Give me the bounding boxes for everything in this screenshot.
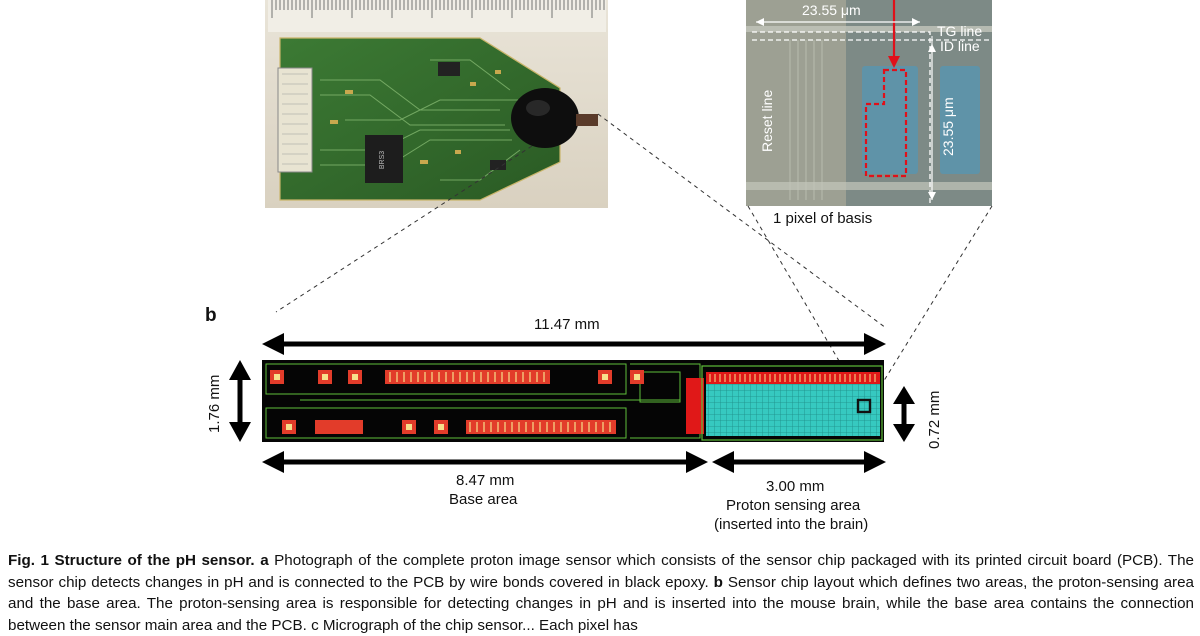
- sensing-length-label: 3.00 mm: [766, 478, 825, 495]
- ruler: [268, 0, 606, 32]
- reset-line-label: Reset line: [759, 89, 775, 152]
- caption-b-text: Sensor chip layout which defines two are…: [8, 573, 1194, 634]
- tg-line-label: TG line: [937, 23, 983, 39]
- bond-pad-core: [438, 424, 444, 430]
- sensing-area-label: Proton sensing area: [726, 497, 861, 514]
- chip-layout: [262, 360, 884, 442]
- pixel-caption: 1 pixel of basis: [773, 210, 873, 227]
- sensing-note-label: (inserted into the brain): [714, 516, 869, 533]
- caption-a-letter: a: [260, 552, 269, 569]
- figure-caption: Fig. 1 Structure of the pH sensor. a Pho…: [8, 550, 1194, 636]
- pixel-marker: [856, 398, 872, 414]
- pcb-board: [279, 37, 561, 201]
- dimension-arrows: [237, 341, 907, 465]
- pcb-ic: [365, 135, 403, 183]
- figure-panels: BRS3: [229, 0, 993, 473]
- bond-pad-core: [274, 374, 280, 380]
- arrowhead: [686, 451, 708, 473]
- arrowhead: [893, 424, 915, 442]
- bond-pad-core: [634, 374, 640, 380]
- base-area-label: Base area: [449, 491, 518, 508]
- bond-pad-core: [352, 374, 358, 380]
- micro-height-label: 23.55 μm: [940, 97, 956, 156]
- left-height-label: 1.76 mm: [206, 374, 223, 433]
- arrowhead: [712, 451, 734, 473]
- arrowhead: [262, 333, 284, 355]
- right-height-label: 0.72 mm: [926, 390, 943, 449]
- micro-width-label: 23.55 μm: [802, 2, 861, 18]
- arrowhead: [229, 422, 251, 442]
- pcb-photo: BRS3: [265, 0, 608, 208]
- bond-pad-core: [322, 374, 328, 380]
- epoxy-blob: [511, 88, 579, 148]
- bond-pad-core: [406, 424, 412, 430]
- svg-text:BRS3: BRS3: [379, 151, 386, 169]
- panel-b-label: b: [205, 305, 217, 326]
- sensor-chip-stub: [576, 114, 598, 126]
- total-length-label: 11.47 mm: [534, 316, 600, 333]
- arrowhead: [262, 451, 284, 473]
- caption-title: Fig. 1 Structure of the pH sensor.: [8, 552, 255, 569]
- caption-a-text: Photograph of the complete proton image …: [8, 552, 1194, 591]
- base-length-label: 8.47 mm: [456, 472, 515, 489]
- micrograph: [746, 0, 992, 206]
- pcb-connector: [277, 67, 313, 173]
- sensing-region-outline: [864, 68, 908, 178]
- arrowhead: [864, 333, 886, 355]
- bond-pad-core: [286, 424, 292, 430]
- arrowhead: [893, 386, 915, 404]
- bond-pad-core: [602, 374, 608, 380]
- arrowhead: [864, 451, 886, 473]
- caption-b-letter: b: [713, 573, 723, 591]
- arrowhead: [229, 360, 251, 380]
- pad-array-bottom: [466, 420, 616, 434]
- id-line-label: ID line: [940, 38, 980, 54]
